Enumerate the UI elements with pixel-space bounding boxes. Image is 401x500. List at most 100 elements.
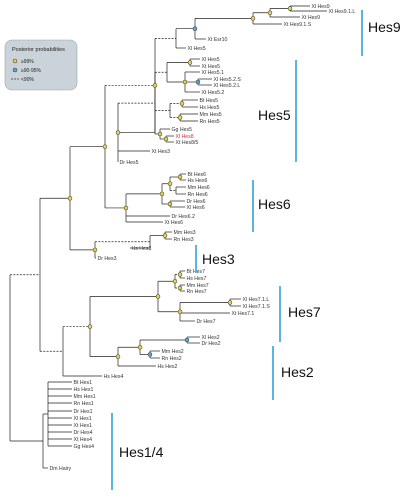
leaf-label: Dr Hes7 — [197, 319, 216, 325]
leaf-label: Xt Hes6 — [165, 220, 184, 226]
legend-label-lt90: <90% — [21, 77, 34, 83]
leaf-label: Xt Hes9.1.S — [284, 22, 312, 28]
group-label-hes7: Hes7 — [288, 304, 321, 320]
leaf-label: Xt Hes5.2 — [202, 90, 225, 96]
group-hes14: Hes1/4 — [111, 413, 164, 490]
leaf-label: Gg Hes5 — [172, 127, 193, 133]
leaf-label: Hs Hes3 — [132, 246, 152, 252]
leaf-label: Xt Hes3 — [152, 149, 171, 155]
leaf-label: Mm Hes7 — [187, 283, 209, 289]
group-label-hes14: Hes1/4 — [119, 444, 164, 460]
group-label-hes2: Hes2 — [281, 364, 314, 380]
leaf-label: Mm Hes1 — [74, 394, 96, 400]
node-yellow-dot — [177, 174, 183, 180]
node-yellow-dot — [177, 272, 183, 277]
leaf-label: Xt Hes8/5 — [176, 140, 199, 146]
group-label-hes5: Hes5 — [258, 107, 291, 123]
leaf-label: Xl Hes2 — [202, 335, 220, 341]
node-yellow-dot — [167, 181, 173, 186]
leaf-label: Dr Hes2 — [202, 341, 221, 347]
leaf-label: Xt Esr10 — [208, 37, 228, 43]
node-yellow-dot — [163, 136, 169, 142]
group-hes6: Hes6 — [252, 180, 291, 232]
legend-box — [4, 39, 78, 91]
leaf-label: Xl Hes6 — [187, 205, 205, 211]
node-blue-dot — [184, 337, 190, 343]
leaf-label: Hs Hes7 — [187, 276, 207, 282]
node-yellow-dot — [115, 130, 121, 135]
leaf-label: Xl Hes9 — [312, 4, 330, 10]
node-yellow-dot — [157, 131, 163, 137]
node-yellow-dot — [67, 196, 73, 201]
leaf-label: Hs Hes6 — [188, 178, 208, 184]
leaf-label: Xl Hes5.2.S — [214, 77, 242, 83]
leaf-label: Xt Hes5 — [202, 64, 221, 70]
leaf-label: Mm Hes3 — [174, 230, 196, 236]
node-yellow-dot — [177, 309, 183, 314]
leaf-label: Mm Hes6 — [188, 185, 210, 191]
group-label-hes9: Hes9 — [368, 19, 401, 35]
leaf-label: Hs Hes2 — [158, 364, 178, 370]
leaf-label: Dm Hairy — [50, 466, 72, 472]
leaf-label: Rn Hes3 — [174, 237, 194, 243]
leaf-label: Dr Hes6 — [187, 199, 206, 205]
node-yellow-dot — [87, 324, 93, 329]
node-yellow-dot — [172, 279, 178, 284]
leaf-label: Dr Hes1 — [74, 409, 93, 415]
legend-blue-dot — [12, 67, 18, 73]
node-yellow-dot — [287, 6, 293, 11]
node-yellow-dot — [227, 300, 233, 305]
leaf-label: Rn Hes5 — [200, 119, 220, 125]
leaf-label: Xl Hes7.1.L — [243, 297, 270, 303]
legend-label-90-95: ≥90-95% — [21, 68, 42, 74]
leaf-label: Bt Hes5 — [200, 98, 219, 104]
node-yellow-dot — [177, 115, 183, 120]
leaf-label: Dr Hes6.2 — [172, 214, 195, 220]
node-yellow-dot — [159, 191, 165, 197]
node-blue-dot — [192, 26, 198, 31]
leaf-label: Xl Hes5 — [202, 57, 220, 63]
leaf-label: Rn Hes2 — [162, 356, 182, 362]
group-hes7: Hes7 — [279, 286, 321, 342]
tree-node-markers — [67, 6, 293, 359]
group-hes2: Hes2 — [272, 346, 314, 400]
group-hes5: Hes5 — [258, 60, 297, 162]
leaf-label: Xl Hes8 — [176, 134, 194, 140]
leaf-label: Rn Hes1 — [74, 401, 94, 407]
node-yellow-dot — [102, 144, 108, 149]
leaf-label: Xl Hes5.1 — [202, 70, 225, 76]
leaf-label: Dr Hes5 — [120, 160, 139, 166]
group-label-hes3: Hes3 — [202, 251, 235, 267]
node-yellow-dot — [155, 294, 161, 299]
node-yellow-dot — [267, 10, 273, 15]
node-yellow-dot — [182, 79, 188, 85]
node-yellow-dot — [137, 345, 143, 350]
leaf-label: Dr Hes4 — [74, 430, 93, 436]
legend-yellow-dot — [12, 58, 18, 64]
leaf-label: Xl Hes5.2.L — [214, 83, 241, 89]
node-yellow-dot — [187, 60, 193, 65]
node-yellow-dot — [152, 83, 158, 88]
leaf-label: Hs Hes5 — [200, 105, 220, 111]
node-yellow-dot — [123, 205, 129, 211]
node-yellow-dot — [92, 247, 98, 253]
node-blue-dot — [195, 79, 201, 85]
leaf-label: Xl Hes1 — [74, 416, 92, 422]
leaf-label: Hs Hes4 — [104, 374, 124, 380]
leaf-label: Xt Hes7.1 — [232, 311, 255, 317]
leaf-label: Xt Hes4 — [74, 437, 93, 443]
leaf-label: Rn Hes6 — [188, 192, 208, 198]
legend: Posterior probabilities ≥99% ≥90-95% <90… — [4, 39, 78, 91]
leaf-label: Xl Hes5 — [188, 46, 206, 52]
leaf-label: Xt Hes9 — [302, 15, 321, 21]
leaf-label: Hs Hes1 — [74, 387, 94, 393]
leaf-label: Gg Hes4 — [74, 444, 95, 450]
leaf-label: Xl Hes7.1.S — [243, 304, 271, 310]
leaf-label: Bt Hes6 — [188, 172, 207, 178]
node-yellow-dot — [179, 101, 185, 106]
leaf-label: Mm Hes2 — [162, 349, 184, 355]
node-blue-dot — [147, 352, 153, 357]
leaf-label: Rn Hes7 — [187, 289, 207, 295]
